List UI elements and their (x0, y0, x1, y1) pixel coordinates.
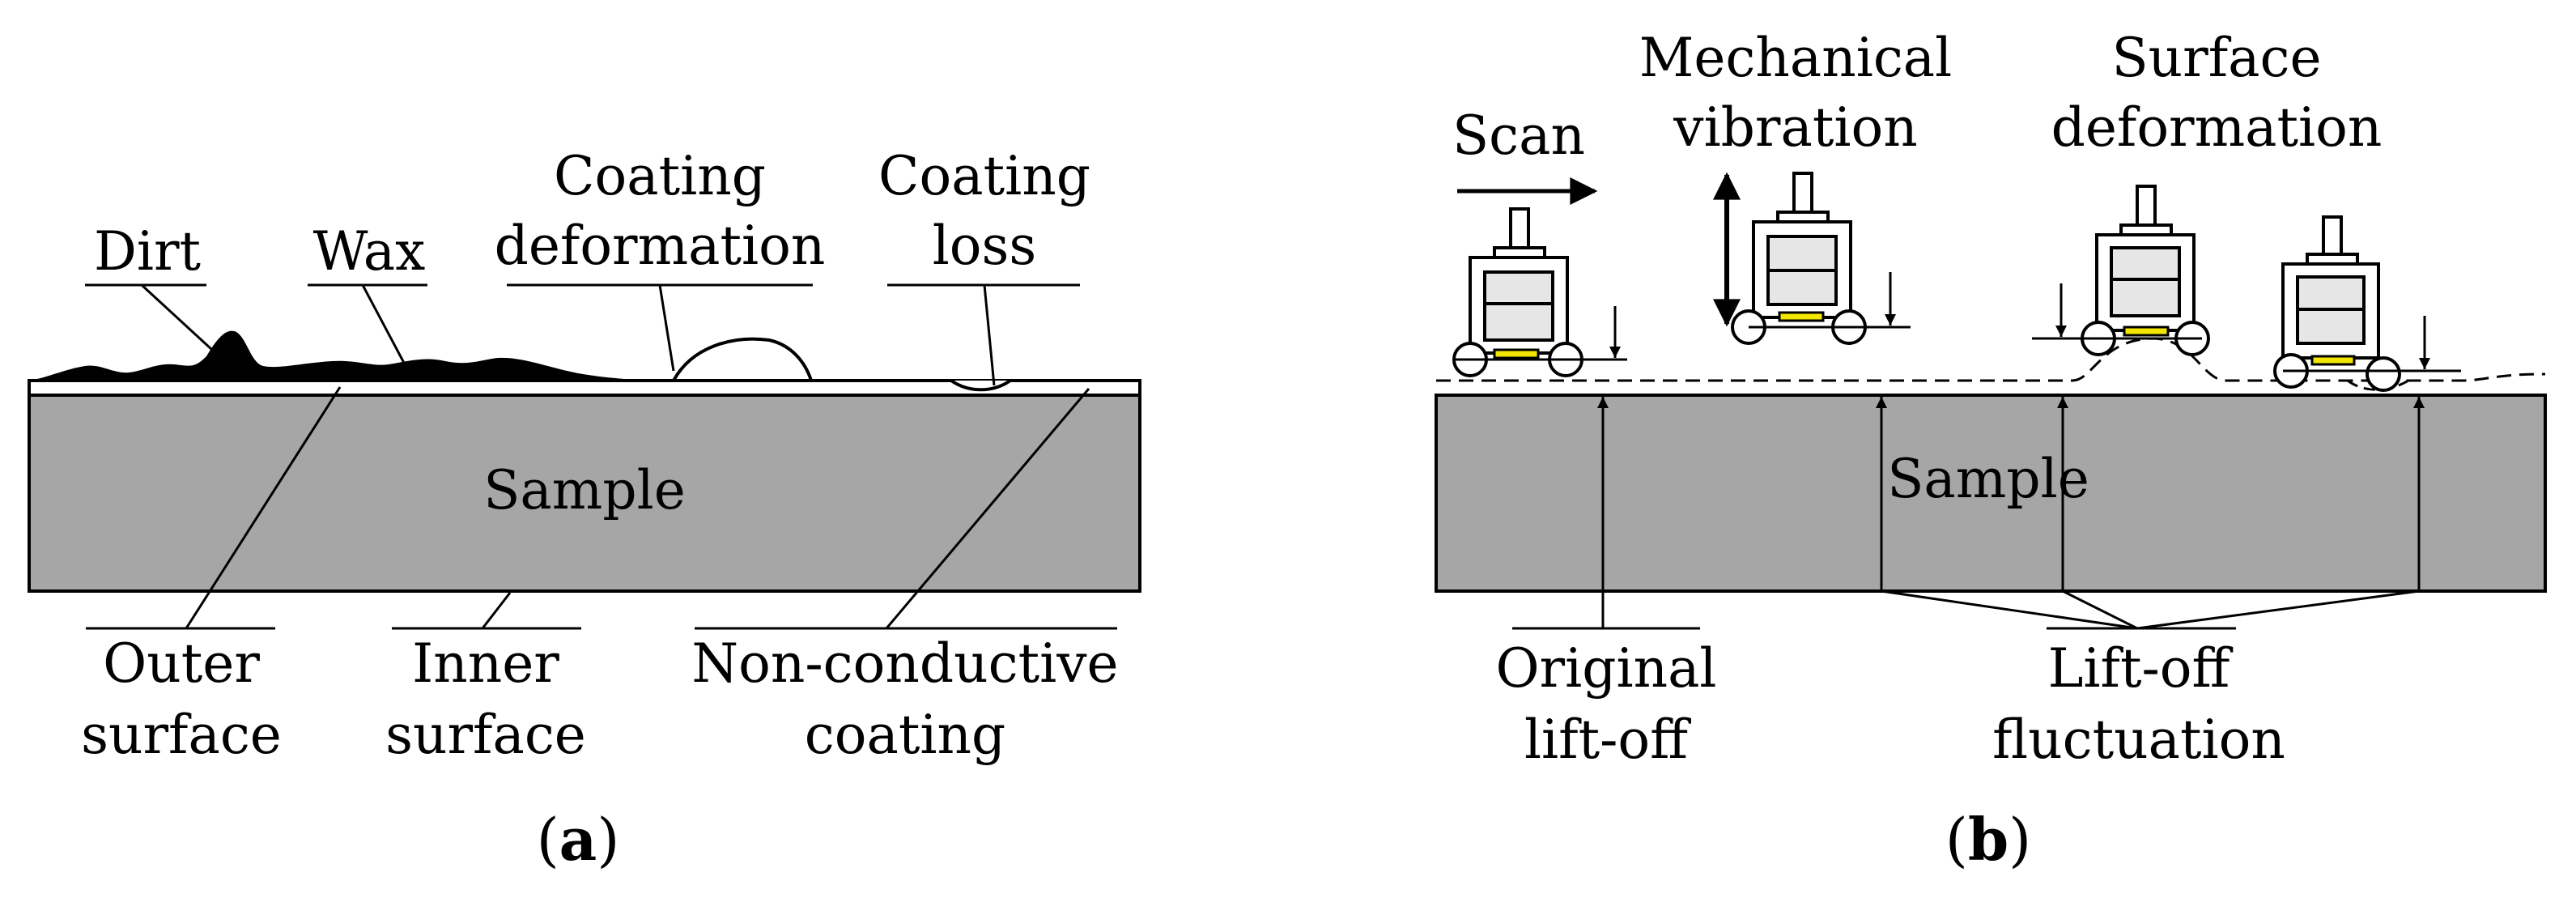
label-surface-deformation-1: Surface (2111, 27, 2321, 89)
caption-b-open: ( (1945, 806, 1968, 874)
label-mechanical-vibration-2: vibration (1673, 96, 1917, 159)
label-outer-surface-2: surface (81, 704, 282, 766)
caption-a-open: ( (537, 806, 559, 874)
panel-a: Dirt Wax Coating deformation Coating los… (28, 145, 1141, 874)
label-dirt: Dirt (94, 220, 201, 283)
label-original-lift-off-2: lift-off (1524, 709, 1691, 771)
label-sample-b: Sample (1887, 448, 2089, 510)
label-surface-deformation-2: deformation (2051, 96, 2383, 159)
label-sample-a: Sample (483, 459, 686, 521)
sample-block-a (28, 394, 1141, 593)
label-wax: Wax (313, 220, 426, 283)
label-inner-surface-1: Inner (412, 632, 559, 695)
label-lift-off-fluctuation-1: Lift-off (2048, 637, 2234, 700)
probe-scan (1452, 207, 1627, 377)
caption-b: (b) (1945, 805, 2032, 874)
label-coating-loss-1: Coating (878, 145, 1090, 207)
lift-off-trace (1436, 337, 2546, 382)
sample-block-b (1435, 394, 2547, 593)
probe-vibration (1731, 172, 1911, 345)
caption-b-letter: b (1968, 805, 2009, 874)
caption-a-close: ) (597, 806, 619, 874)
label-lift-off-fluctuation-2: fluctuation (1992, 709, 2285, 771)
panel-b: Scan Mechanical vibration Surface deform… (1435, 27, 2547, 874)
caption-a: (a) (537, 805, 620, 874)
caption-b-close: ) (2009, 806, 2031, 874)
caption-a-letter: a (559, 805, 597, 874)
label-non-conductive-coating-1: Non-conductive (691, 632, 1118, 695)
label-inner-surface-2: surface (385, 704, 586, 766)
label-coating-loss-2: loss (933, 215, 1037, 277)
dirt-wax-deposit (29, 330, 664, 381)
label-non-conductive-coating-2: coating (805, 704, 1005, 766)
label-coating-deformation-1: Coating (554, 145, 766, 207)
coating-deformation-bump (670, 337, 814, 382)
label-original-lift-off-1: Original (1495, 637, 1716, 700)
label-coating-deformation-2: deformation (495, 215, 826, 277)
lift-off-trace-dip (2347, 379, 2409, 391)
probe-tilted (2273, 215, 2461, 392)
label-outer-surface-1: Outer (103, 632, 260, 695)
label-scan: Scan (1452, 104, 1585, 167)
probe-deformation (2032, 185, 2210, 356)
coating-loss-dip (950, 379, 1012, 392)
label-mechanical-vibration-1: Mechanical (1639, 27, 1953, 89)
